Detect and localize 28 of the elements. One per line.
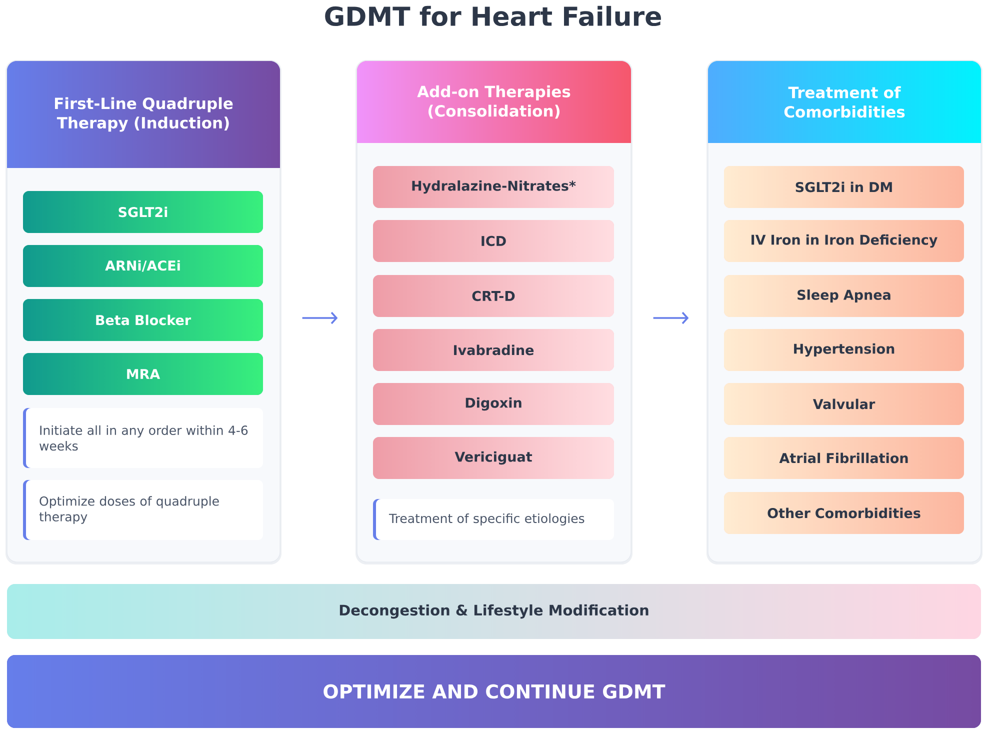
item-box: Ivabradine (373, 329, 614, 371)
item-box: Digoxin (373, 383, 614, 425)
item-box: CRT-D (373, 275, 614, 317)
item-box: Vericiguat (373, 437, 614, 479)
panel-header: Treatment of Comorbidities (708, 61, 981, 143)
banner: OPTIMIZE AND CONTINUE GDMT (7, 655, 981, 728)
item-box: MRA (23, 353, 263, 395)
item-box: IV Iron in Iron Deficiency (724, 220, 964, 262)
note-box: Initiate all in any order within 4-6 weeks (23, 408, 263, 468)
item-box: ARNi/ACEi (23, 245, 263, 287)
item-box: Sleep Apnea (724, 275, 964, 317)
title: GDMT for Heart Failure (325, 6, 661, 26)
item-box: Hydralazine-Nitrates* (373, 166, 614, 208)
panel-header: First-Line Quadruple Therapy (Induction) (7, 61, 280, 168)
banner: Decongestion & Lifestyle Modification (7, 584, 981, 639)
item-box: Valvular (724, 383, 964, 425)
item-box: Atrial Fibrillation (724, 437, 964, 479)
item-box: ICD (373, 220, 614, 262)
panel-header: Add-on Therapies (Consolidation) (357, 61, 631, 143)
item-box: SGLT2i (23, 191, 263, 233)
item-box: Hypertension (724, 329, 964, 371)
item-box: Beta Blocker (23, 299, 263, 341)
item-box: SGLT2i in DM (724, 166, 964, 208)
item-box: Other Comorbidities (724, 492, 964, 534)
note-box: Optimize doses of quadruple therapy (23, 480, 263, 540)
arrow (302, 312, 338, 324)
arrow (653, 312, 689, 324)
note-box: Treatment of specific etiologies (373, 499, 614, 540)
